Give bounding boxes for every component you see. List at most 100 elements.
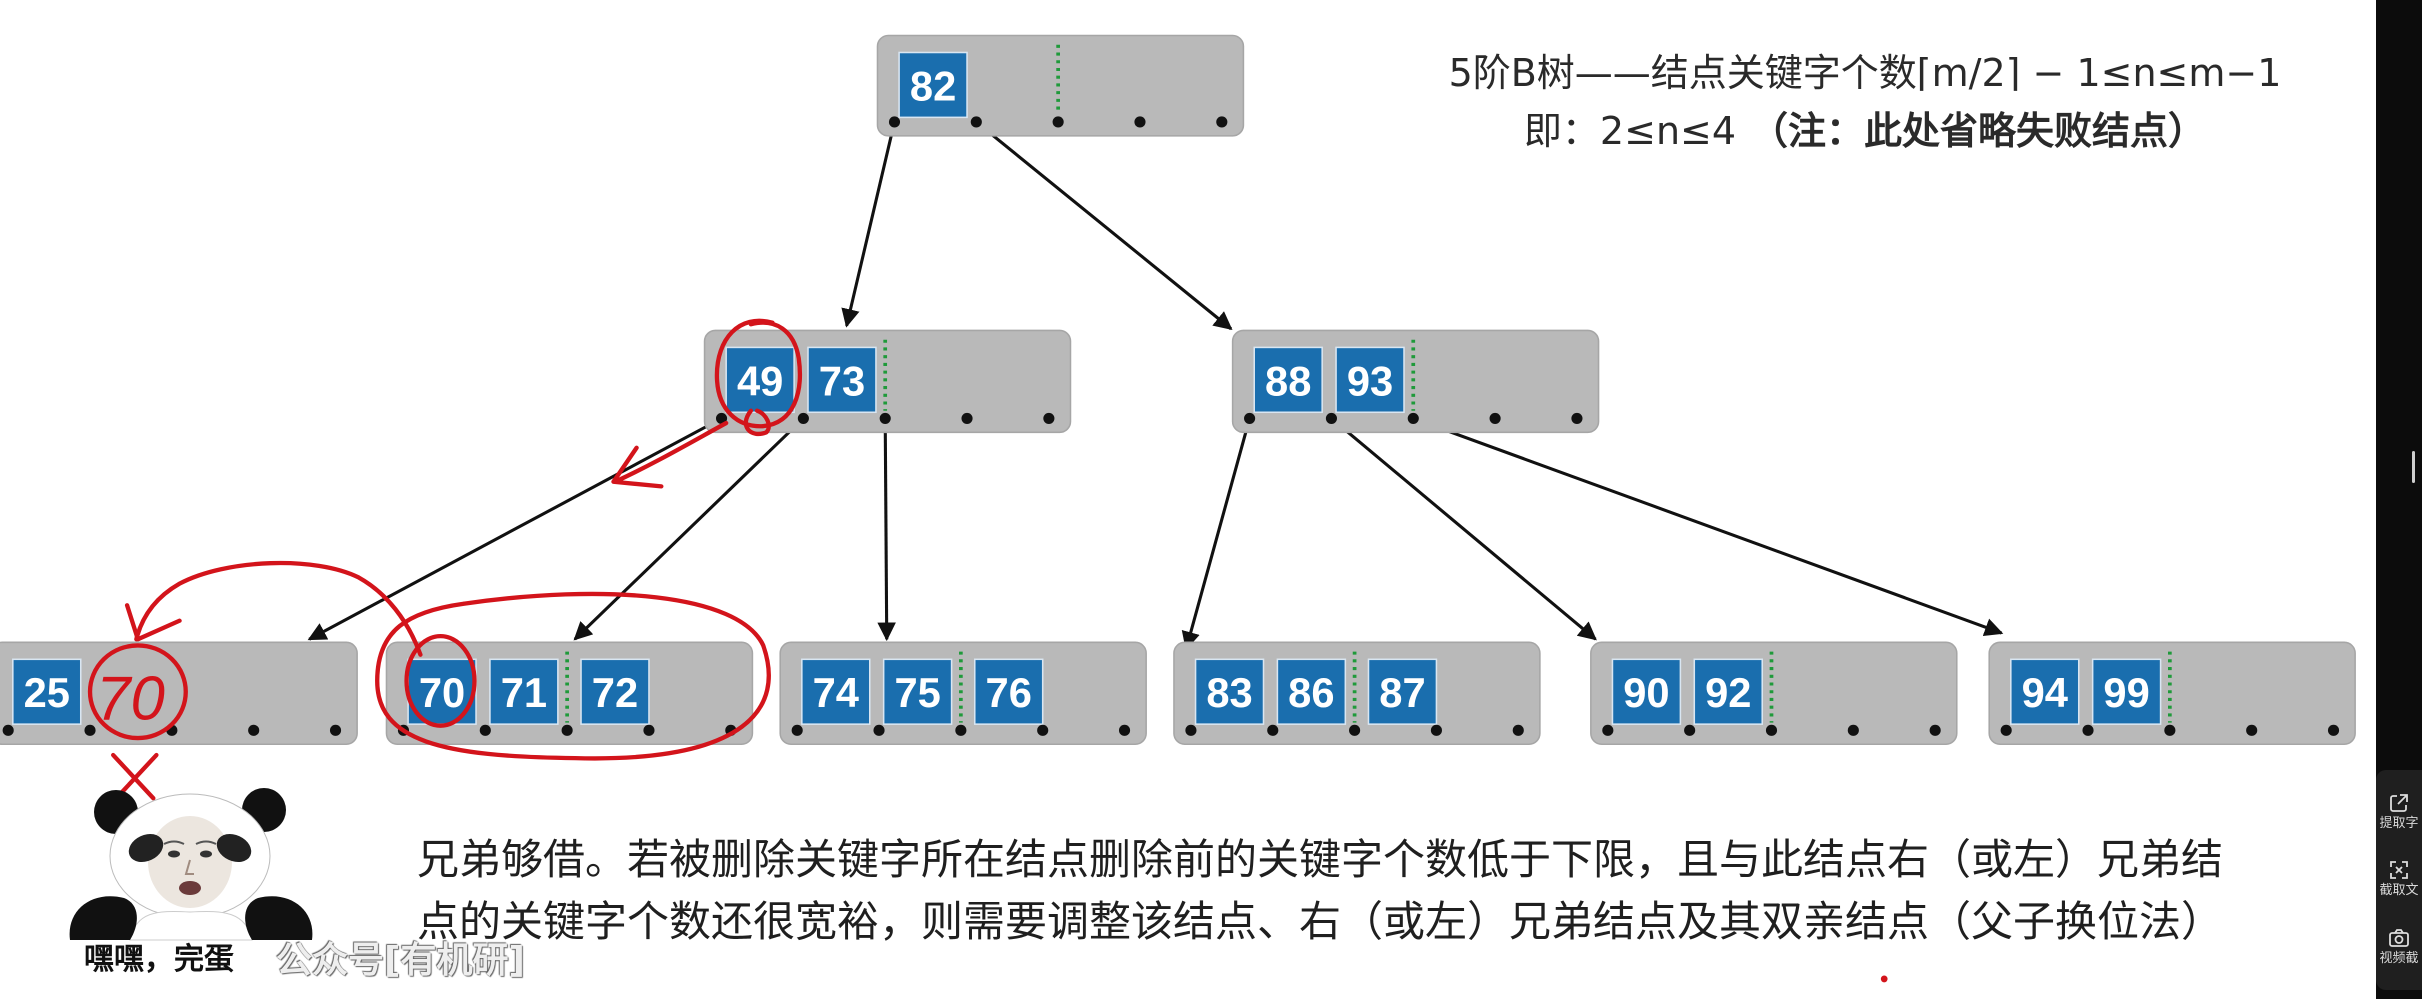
key-value: 94 [2022,669,2068,716]
child-pointer-dot [248,724,260,736]
child-pointer-dot [1052,116,1064,128]
tool-crop-text[interactable]: 截取文 [2376,857,2422,899]
tool-extract-text[interactable]: 提取字 [2376,790,2422,832]
child-pointer-dot [970,116,982,128]
pointer-arrows [307,120,2004,651]
child-pointer-dot [1430,724,1442,736]
panda-brows [163,840,217,845]
child-pointer-dot [888,116,901,128]
key-value: 73 [819,357,865,404]
key-value: 75 [894,669,940,716]
arrow-root-to-level2-right [975,120,1233,331]
failure-node-note: （注：此处省略失败结点） [1750,109,2207,153]
child-pointer-dot [1185,724,1197,736]
key-box [1611,658,1682,725]
child-pointer-dot [1765,724,1778,736]
explanation-line-1: 兄弟够借。若被删除关键字所在结点删除前的关键字个数低于下限，且与此结点右（或左）… [417,835,2224,884]
node-box [1590,641,1958,746]
key-box [1367,658,1438,725]
arrow-root-to-level2-left [841,121,896,328]
circle-tail-mark [743,408,771,436]
borrow-arrow-head [611,445,664,489]
arrow-level2-left-to-leaf-1 [307,417,723,641]
panda-nose [184,859,194,875]
child-pointer-dot [1037,724,1049,736]
meme-caption: 嘿嘿，完蛋 [84,942,234,977]
key-box [1693,658,1763,725]
extract-text-icon [2376,790,2422,816]
key-box [2091,658,2162,725]
child-pointer-dot [2246,724,2258,736]
explanation-text: 兄弟够借。若被删除关键字所在结点删除前的关键字个数低于下限，且与此结点右（或左）… [417,829,2223,953]
key-value: 82 [910,62,956,109]
panda-body [129,910,253,941]
child-pointer-dot [873,724,885,736]
key-count-range: 即：2≤n≤4 [1523,109,1737,153]
child-pointer-dot [797,412,809,424]
watermark: 公众号[有机研] [276,940,525,981]
btree-node-root: 82 [876,34,1245,137]
arrow-level2-right-to-leaf-6 [1412,416,2004,637]
child-pointer-dot [1407,412,1419,424]
panda-left-arm [69,896,137,940]
sidebar-drag-handle[interactable] [2412,451,2415,483]
child-pointer-dot [1216,116,1228,128]
node-box [385,641,754,746]
child-pointer-dot [715,412,728,424]
tool-label: 视频截 [2379,951,2419,966]
tool-panel: 提取字 截取文 视频截 [2376,770,2422,990]
node-box [876,34,1245,137]
tool-label: 截取文 [2379,883,2419,898]
node-box [1231,329,1600,434]
child-pointer-dot [1489,412,1501,424]
btree-node-leaf-1: 25 [0,641,358,746]
child-pointer-dot [2,724,14,736]
key-box [2010,658,2080,725]
child-pointer-dot [879,412,891,424]
child-pointer-dot [961,412,973,424]
handwritten-key: 70 [96,665,165,734]
child-pointer-dot [1684,724,1696,736]
panda-mouth [179,881,201,895]
child-pointer-dot [1325,412,1337,424]
key-value: 74 [813,669,859,716]
stray-dot [1880,975,1888,983]
child-pointer-dot [329,724,342,736]
key-value: 92 [1705,669,1751,716]
circle-around-key-70 [404,633,477,728]
child-pointer-dot [1244,412,1256,424]
child-pointer-dot [84,724,96,736]
key-box [489,658,559,725]
arrow-level2-left-to-leaf-2 [573,417,805,641]
key-value: 93 [1347,357,1393,404]
key-box [1194,658,1265,725]
red-annotations [87,318,1888,983]
btree-order-note: 5阶B树——结点关键字个数⌈m/2⌉ − 1≤n≤m−1 即：2≤n≤4（注：此… [1365,44,2365,160]
arrow-level2-right-to-leaf-5 [1330,417,1597,641]
node-box [779,641,1147,746]
move-key-curve-arrow-head [124,603,182,642]
circle-around-handwritten-key [87,643,188,741]
tool-video-screenshot[interactable]: 视频截 [2376,925,2422,967]
arrow-level2-right-to-leaf-4 [1181,418,1252,651]
panda-meme [66,782,316,942]
borrow-arrow [612,420,729,484]
child-pointer-dot [2082,724,2094,736]
key-value: 87 [1379,669,1425,716]
child-pointer-dot [1349,724,1361,736]
panda-left-eye [168,850,180,858]
child-pointer-dot [791,724,803,736]
key-value: 90 [1623,669,1669,716]
key-value: 72 [592,669,638,716]
child-pointer-dot [1571,412,1583,424]
panda-left-eye-patch [128,833,164,863]
key-value: 86 [1288,669,1334,716]
header-line-2: 即：2≤n≤4 （注：此处省略失败结点） [1365,102,2365,160]
circle-around-leaf-node [375,591,771,761]
